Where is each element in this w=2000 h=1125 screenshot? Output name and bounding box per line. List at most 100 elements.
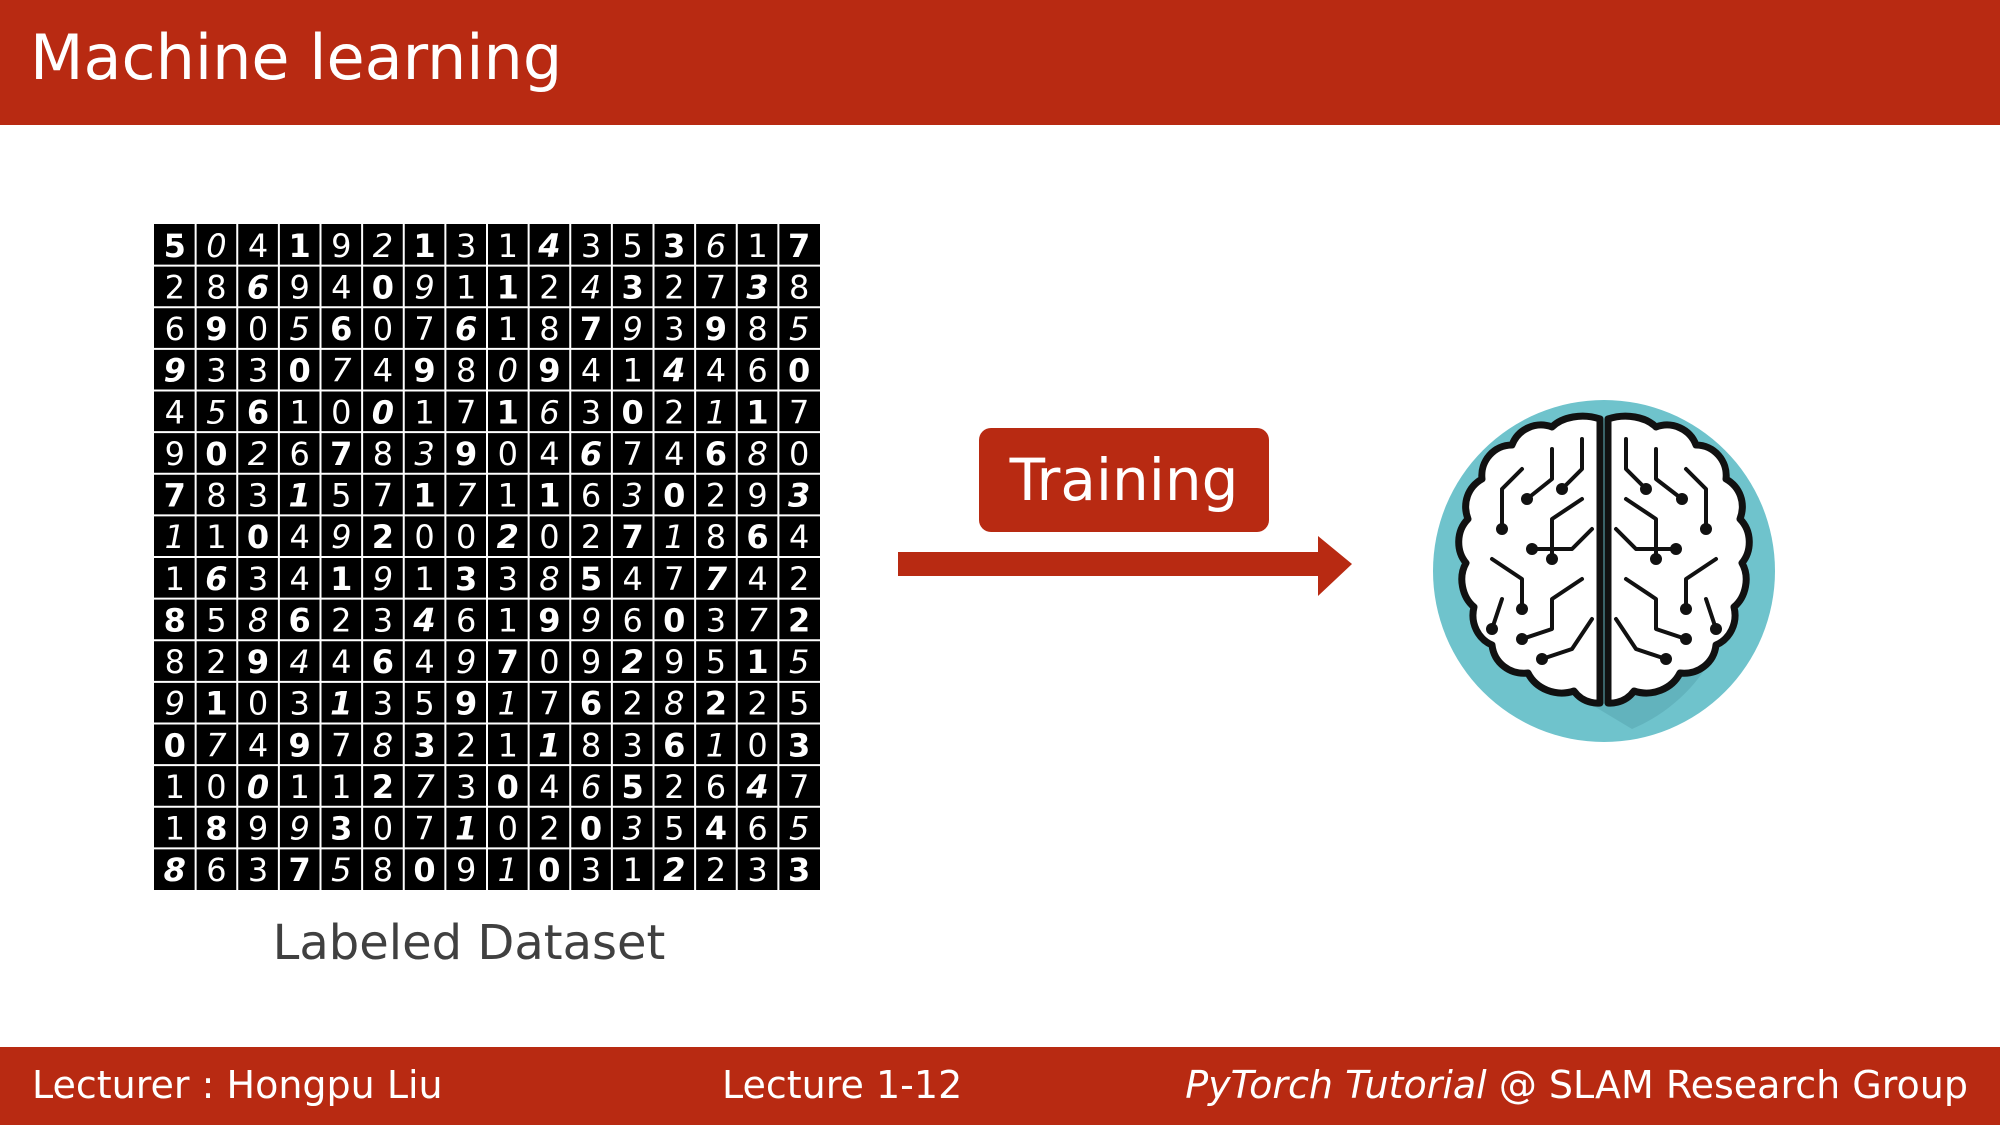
digit-sample: 2: [664, 268, 684, 306]
digit-sample: 8: [539, 560, 559, 598]
digit-sample: 2: [331, 601, 351, 639]
digit-sample: 3: [623, 810, 643, 848]
digit-sample: 2: [789, 560, 809, 598]
digit-sample: 4: [290, 560, 310, 598]
right-arrow-icon: [898, 536, 1352, 596]
lecture-number: Lecture 1-12: [722, 1063, 963, 1107]
digit-sample: 9: [705, 310, 727, 348]
dataset-caption: Labeled Dataset: [272, 915, 666, 971]
digit-sample: 3: [581, 851, 601, 889]
digit-sample: 1: [538, 477, 560, 515]
digit-sample: 1: [746, 643, 768, 681]
footer-bar: Lecturer : Hongpu Liu Lecture 1-12 PyTor…: [0, 1047, 2000, 1125]
digit-sample: 6: [247, 268, 269, 306]
digit-sample: 3: [747, 851, 767, 889]
digit-sample: 6: [206, 851, 226, 889]
digit-sample: 6: [247, 393, 269, 431]
digit-sample: 0: [539, 518, 559, 556]
digit-sample: 1: [330, 685, 352, 723]
digit-sample: 2: [206, 643, 226, 681]
digit-sample: 1: [206, 518, 226, 556]
digit-sample: 3: [248, 851, 268, 889]
digit-sample: 0: [539, 643, 559, 681]
digit-sample: 5: [622, 768, 644, 806]
digit-sample: 9: [290, 268, 310, 306]
digit-sample: 1: [706, 726, 726, 764]
digit-sample: 3: [622, 268, 644, 306]
digit-sample: 8: [539, 310, 559, 348]
digit-sample: 1: [205, 685, 227, 723]
digit-sample: 4: [414, 643, 434, 681]
digit-sample: 3: [623, 477, 643, 515]
group-name: @ SLAM Research Group: [1486, 1063, 1968, 1107]
digit-sample: 6: [539, 393, 559, 431]
digit-sample: 9: [538, 601, 560, 639]
digit-sample: 5: [789, 310, 809, 348]
digit-sample: 1: [165, 560, 185, 598]
digit-sample: 6: [580, 435, 602, 473]
digit-sample: 3: [248, 352, 268, 390]
course-credit: PyTorch Tutorial @ SLAM Research Group: [1185, 1063, 1968, 1107]
digit-sample: 6: [705, 435, 727, 473]
digit-sample: 0: [206, 768, 226, 806]
digit-sample: 7: [456, 477, 477, 515]
digit-sample: 1: [331, 768, 351, 806]
digit-sample: 3: [373, 601, 393, 639]
digit-sample: 2: [705, 685, 727, 723]
digit-sample: 1: [289, 227, 311, 265]
digit-sample: 6: [580, 685, 602, 723]
digit-sample: 2: [706, 477, 726, 515]
digit-sample: 2: [706, 851, 726, 889]
digit-sample: 8: [164, 601, 186, 639]
digit-sample: 5: [664, 810, 684, 848]
digit-sample: 0: [247, 518, 269, 556]
digit-sample: 6: [663, 726, 685, 764]
digit-sample: 7: [289, 851, 311, 889]
digit-sample: 6: [706, 768, 726, 806]
digit-sample: 1: [498, 477, 518, 515]
digit-sample: 6: [747, 352, 767, 390]
digit-sample: 8: [205, 810, 227, 848]
digit-sample: 1: [414, 560, 434, 598]
digit-sample: 0: [248, 685, 268, 723]
digit-sample: 8: [706, 518, 726, 556]
digit-sample: 2: [456, 726, 476, 764]
digit-sample: 7: [580, 310, 602, 348]
digit-sample: 0: [747, 726, 767, 764]
digit-sample: 7: [747, 601, 768, 639]
digit-sample: 3: [788, 726, 810, 764]
digit-sample: 0: [538, 851, 560, 889]
digit-sample: 7: [664, 560, 684, 598]
digit-sample: 6: [205, 560, 227, 598]
digit-sample: 3: [456, 768, 476, 806]
digit-sample: 4: [248, 227, 268, 265]
digit-sample: 0: [663, 601, 685, 639]
digit-sample: 5: [789, 643, 809, 681]
digit-sample: 9: [165, 435, 185, 473]
digit-sample: 0: [372, 393, 394, 431]
digit-sample: 1: [414, 393, 434, 431]
digit-sample: 1: [664, 518, 684, 556]
digit-sample: 7: [414, 810, 434, 848]
digit-sample: 9: [164, 352, 186, 390]
digit-sample: 2: [165, 268, 185, 306]
digit-sample: 3: [498, 560, 518, 598]
digit-sample: 0: [247, 768, 269, 806]
digit-sample: 6: [747, 810, 767, 848]
digit-sample: 5: [623, 227, 643, 265]
digit-sample: 1: [497, 268, 519, 306]
digit-sample: 1: [289, 477, 311, 515]
digit-sample: 7: [623, 435, 643, 473]
digit-sample: 8: [789, 268, 809, 306]
digit-sample: 0: [788, 352, 810, 390]
digit-sample: 3: [706, 601, 726, 639]
digit-sample: 0: [205, 435, 227, 473]
digit-sample: 7: [705, 560, 728, 598]
digit-sample: 5: [706, 643, 726, 681]
digit-sample: 4: [789, 518, 809, 556]
digit-sample: 7: [706, 268, 726, 306]
digit-sample: 0: [206, 227, 226, 265]
digit-sample: 4: [581, 352, 601, 390]
digit-sample: 3: [414, 435, 434, 473]
digit-sample: 0: [414, 518, 434, 556]
